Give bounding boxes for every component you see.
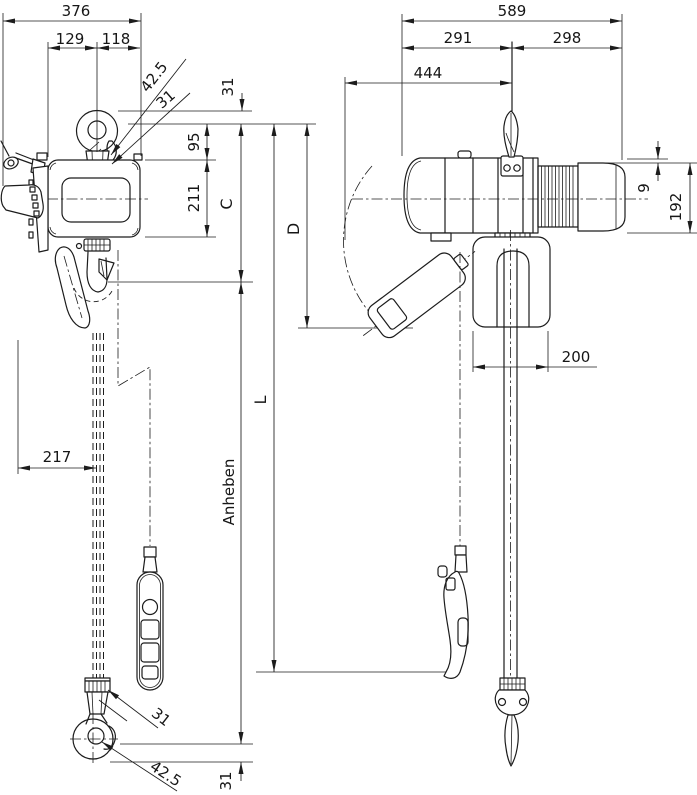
dim-d-label: D bbox=[284, 223, 303, 235]
pendant-button bbox=[140, 642, 160, 663]
top-knob bbox=[457, 150, 472, 159]
dim-95-label: 95 bbox=[185, 132, 203, 151]
limit-switch-box bbox=[430, 232, 452, 242]
side-view: 589 291 298 444 9 192 200 bbox=[343, 2, 697, 767]
swing-arc bbox=[343, 165, 384, 327]
housing-outline bbox=[403, 157, 539, 234]
dim-200-label: 200 bbox=[562, 348, 591, 366]
dim-top-opening-label: 31 bbox=[153, 86, 179, 112]
dim-298-label: 298 bbox=[553, 29, 582, 47]
side-load-chain bbox=[503, 230, 518, 690]
pendant-button bbox=[141, 665, 159, 680]
front-hook-block-raised bbox=[73, 238, 115, 303]
pendant-cable bbox=[117, 250, 151, 546]
dim-376-label: 376 bbox=[62, 2, 91, 20]
side-dimensions: 589 291 298 444 9 192 200 bbox=[344, 2, 697, 372]
dim-bottom-opening-label: 31 bbox=[148, 704, 174, 730]
front-upper-flap bbox=[0, 184, 44, 219]
dim-top-offset-label: 31 bbox=[219, 77, 237, 96]
pendant-swing-phantom bbox=[343, 165, 476, 339]
dim-444-label: 444 bbox=[414, 64, 443, 82]
dim-211-label: 211 bbox=[185, 184, 203, 213]
front-hoist-body bbox=[8, 150, 148, 238]
side-hoist-body bbox=[352, 150, 648, 242]
front-dimensions: 376 129 118 42.5 31 31 95 211 bbox=[2, 2, 446, 792]
pendant-button bbox=[140, 619, 160, 640]
lift-direction-label: Anheben bbox=[220, 459, 238, 526]
front-load-chain bbox=[92, 333, 104, 678]
motor-fins bbox=[537, 165, 579, 228]
dim-217-label: 217 bbox=[43, 448, 72, 466]
side-bottom-hook-lowered bbox=[494, 677, 530, 767]
dim-bottom-offset-label: 31 bbox=[217, 771, 235, 790]
body-cover-panel bbox=[61, 177, 131, 223]
side-top-hook bbox=[503, 41, 519, 158]
front-pendant-control bbox=[136, 546, 164, 691]
dim-129-label: 129 bbox=[56, 30, 85, 48]
front-view: 376 129 118 42.5 31 31 95 211 bbox=[0, 2, 446, 792]
dim-192-label: 192 bbox=[667, 193, 685, 222]
dim-l-label: L bbox=[251, 395, 270, 404]
front-bottom-hook-lowered bbox=[70, 677, 118, 765]
dim-589-label: 589 bbox=[498, 2, 527, 20]
dim-9-label: 9 bbox=[635, 183, 653, 193]
front-lower-flap bbox=[54, 242, 91, 329]
dim-291-label: 291 bbox=[444, 29, 473, 47]
dim-118-label: 118 bbox=[102, 30, 131, 48]
pendant-button bbox=[141, 598, 159, 616]
side-chain-bag bbox=[472, 236, 551, 328]
motor-end-cap bbox=[577, 162, 626, 232]
dim-c-label: C bbox=[217, 198, 236, 209]
side-pendant-control bbox=[437, 545, 469, 679]
